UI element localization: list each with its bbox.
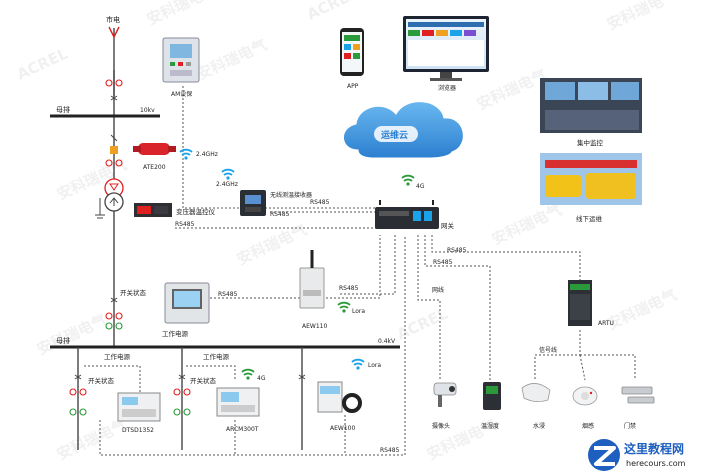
artu-label: ARTU <box>598 320 614 327</box>
smoke-label: 烟感 <box>582 422 594 430</box>
lv-incomer-breaker <box>105 297 123 330</box>
artu-device <box>568 280 592 326</box>
aew110-label: AEW110 <box>302 323 327 330</box>
power-meter-device <box>164 282 210 324</box>
wifi-icon <box>221 168 235 181</box>
wifi-icon <box>179 148 193 161</box>
rs485-label: RS485 <box>339 285 359 292</box>
4g-icon <box>401 174 415 187</box>
wireless-receiver-label: 无线测温接收器 <box>270 191 312 199</box>
lv-bus-label: 母排 <box>56 336 70 345</box>
logo-title: 这里教程网 <box>624 441 684 456</box>
transformer-temp-label: 变压器温控仪 <box>176 207 216 216</box>
watermark: 安科瑞电气 <box>54 416 130 464</box>
rs485-label: RS485 <box>270 211 290 218</box>
temp-humidity-icon <box>483 382 501 410</box>
hv-breaker-2 <box>105 134 123 167</box>
transformer-temp-controller <box>134 203 172 217</box>
app-label: APP <box>347 83 359 90</box>
4g-a-label: 4G <box>416 183 425 190</box>
lora-b-label: Lora <box>368 362 381 369</box>
lv-branch-breakers <box>69 374 306 416</box>
switch-state-top-label: 开关状态 <box>120 288 147 297</box>
dtsd1352-label: DTSD1352 <box>122 427 154 434</box>
wifi-24-a-label: 2.4GHz <box>196 151 218 158</box>
temp-humidity-label: 温湿度 <box>481 422 499 430</box>
working-power-mid-label: 工作电源 <box>162 329 189 338</box>
watermark: 安科瑞电气 <box>144 0 220 29</box>
rs485-label: RS485 <box>380 447 400 454</box>
4g-b-label: 4G <box>257 375 266 382</box>
central-monitor-photo <box>540 78 642 133</box>
kv04-label: 0.4kV <box>378 338 396 345</box>
lora-icon <box>351 358 365 371</box>
watermark: ACREL <box>394 304 451 343</box>
switch-state-l1-label: 开关状态 <box>88 376 115 385</box>
camera-icon <box>433 382 457 407</box>
offline-ops-photo <box>540 153 642 205</box>
ate200-sensor <box>133 143 176 155</box>
watermark: 安科瑞电气 <box>194 36 270 84</box>
aew100-device <box>317 381 362 413</box>
arcm300t-device <box>216 387 260 417</box>
rs485-label: RS485 <box>310 199 330 206</box>
gateway-device <box>375 200 439 229</box>
network-cable-label: 网线 <box>432 286 444 294</box>
rs485-label: RS485 <box>218 291 238 298</box>
aew110-device <box>299 250 325 309</box>
central-monitor-label: 集中监控 <box>577 138 604 147</box>
am-relay-device <box>162 37 200 83</box>
water-label: 水浸 <box>533 422 545 430</box>
hv-breaker-1 <box>105 70 123 101</box>
wireless-receiver-device <box>240 190 266 216</box>
cloud-icon <box>343 101 464 159</box>
lv-branch-lines <box>77 347 303 450</box>
gateway-label: 网关 <box>441 221 455 230</box>
rs485-label: RS485 <box>433 259 453 266</box>
aew100-label: AEW100 <box>330 425 355 432</box>
hv-bus-label: 母排 <box>56 105 70 114</box>
rs485-label: RS485 <box>175 221 195 228</box>
lora-icon <box>337 301 351 314</box>
4g-icon <box>241 368 255 381</box>
cloud-label: 运维云 <box>381 129 408 141</box>
camera-label: 摄像头 <box>432 422 450 430</box>
smoke-detector-icon <box>572 386 598 406</box>
am-relay-label: AM设保 <box>171 90 192 98</box>
watermark: 安科瑞电气 <box>604 286 680 334</box>
door-label: 门禁 <box>624 422 636 430</box>
lora-a-label: Lora <box>352 308 365 315</box>
wifi-24-b-label: 2.4GHz <box>216 181 238 188</box>
browser-monitor-icon <box>403 16 489 81</box>
logo-url: herecours.com <box>626 459 686 468</box>
working-power-l2-label: 工作电源 <box>203 352 230 361</box>
utility-label: 市电 <box>106 15 120 24</box>
app-phone-icon <box>340 28 364 76</box>
site-logo: 这里教程网 herecours.com <box>583 438 715 473</box>
rs485-wiring <box>84 86 636 456</box>
working-power-l1-label: 工作电源 <box>104 352 131 361</box>
rs485-label: RS485 <box>447 247 467 254</box>
dtsd1352-meter <box>117 392 161 422</box>
watermark: 安科瑞电气 <box>34 311 110 359</box>
browser-label: 浏览器 <box>438 84 456 92</box>
arcm300t-label: ARCM300T <box>226 426 259 433</box>
water-sensor-icon <box>521 383 551 402</box>
watermark: ACREL <box>304 0 361 24</box>
signal-line-label: 信号线 <box>539 346 557 354</box>
offline-ops-label: 线下运维 <box>576 214 603 223</box>
transformer-symbol <box>95 178 124 219</box>
watermark: 安科瑞电气 <box>604 0 680 34</box>
ate200-label: ATE200 <box>143 164 166 171</box>
watermark: 安科瑞电气 <box>474 66 550 114</box>
switch-state-l2-label: 开关状态 <box>190 376 217 385</box>
door-sensor-icon <box>621 386 655 404</box>
kv10-label: 10kv <box>140 107 155 114</box>
watermark: ACREL <box>14 44 71 83</box>
watermark: 安科瑞电气 <box>489 201 565 249</box>
utility-source-symbol <box>108 26 120 39</box>
